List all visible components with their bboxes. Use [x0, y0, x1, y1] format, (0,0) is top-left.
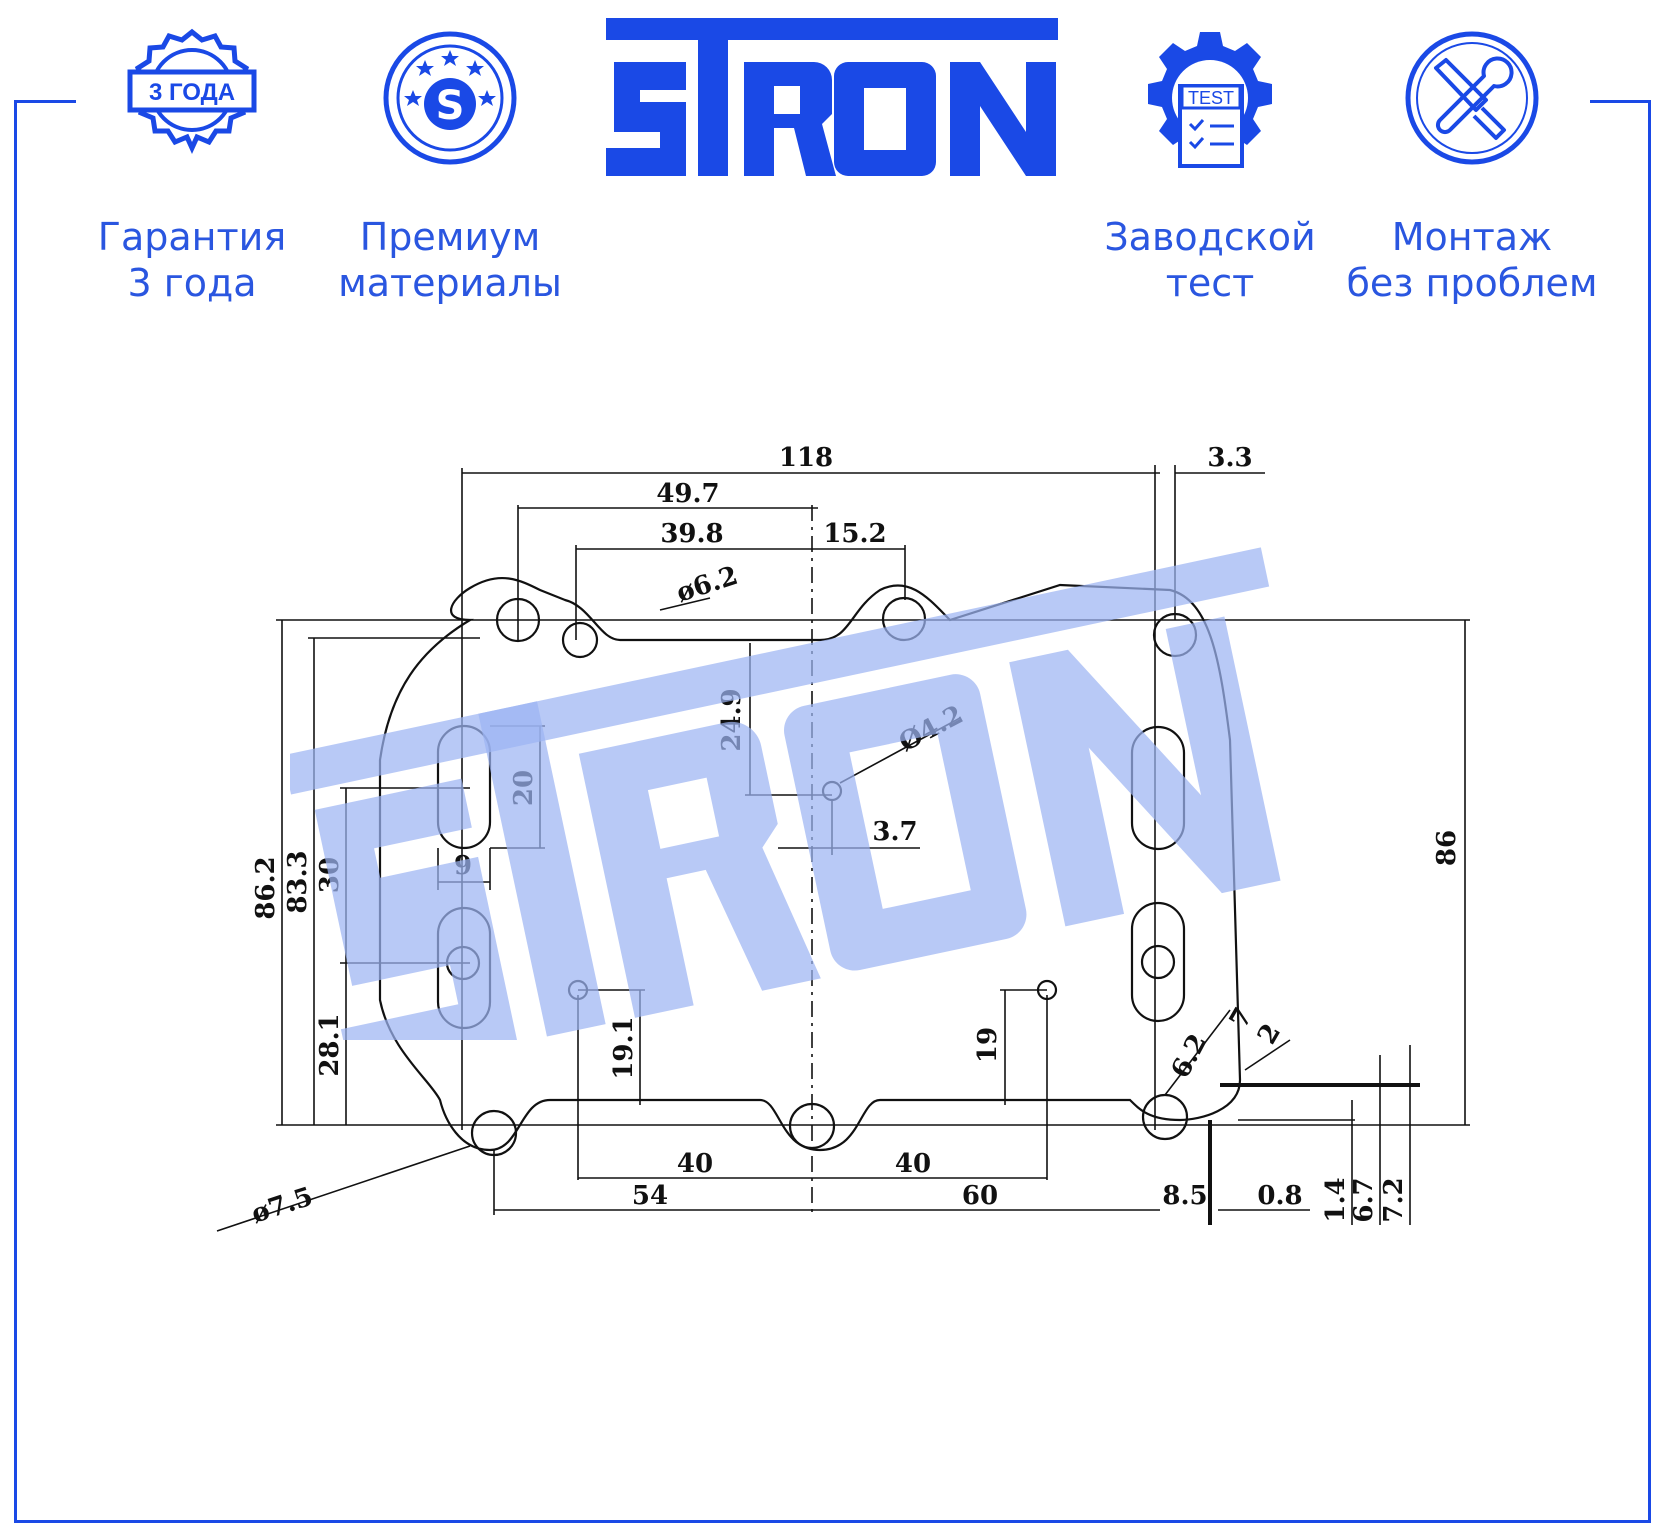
warranty-caption-line1: Гарантия: [97, 215, 287, 259]
dim-3-3: 3.3: [1207, 443, 1252, 473]
svg-text:TEST: TEST: [1188, 88, 1234, 108]
premium-caption-line1: Премиум: [359, 215, 541, 259]
factory-test-caption-line2: тест: [1165, 261, 1255, 305]
dim-118: 118: [779, 443, 833, 473]
tools-icon: [1405, 31, 1539, 165]
dim-6-7: 6.7: [1349, 1177, 1379, 1222]
dim-49-7: 49.7: [656, 479, 719, 509]
dim-40-left: 40: [677, 1149, 713, 1179]
warranty-seal-icon: 3 ГОДА: [127, 28, 257, 155]
dim-6-2: 6.2: [1166, 1029, 1214, 1083]
premium-caption-line2: материалы: [338, 261, 562, 305]
dim-hole-6-2: ø6.2: [673, 561, 742, 609]
premium-s-icon: S: [383, 31, 517, 165]
dim-8-5: 8.5: [1162, 1181, 1207, 1211]
dim-83-3: 83.3: [283, 850, 313, 913]
dim-hole-7-5: ø7.5: [248, 1182, 317, 1230]
badge-premium: S Премиум материалы: [320, 28, 580, 306]
dim-40-right: 40: [895, 1149, 931, 1179]
dim-9: 9: [454, 851, 472, 881]
dim-54: 54: [632, 1181, 668, 1211]
svg-text:S: S: [436, 83, 465, 129]
dim-1-4: 1.4: [1321, 1177, 1351, 1222]
frame-bottom-border: [14, 1520, 1651, 1523]
warranty-caption-line2: 3 года: [127, 261, 257, 305]
dim-19-1: 19.1: [609, 1016, 639, 1079]
badge-easy-install: Монтаж без проблем: [1342, 28, 1602, 306]
dim-86-2: 86.2: [251, 856, 281, 919]
dim-7: 7: [1224, 1003, 1259, 1034]
factory-test-icon: TEST: [1148, 32, 1272, 168]
dim-3-7: 3.7: [872, 817, 917, 847]
gasket-technical-drawing: 118 3.3 49.7 39.8 15.2 ø6.2 24.9 Ø4.2 20…: [216, 443, 1470, 1232]
badge-factory-test: TEST Заводской тест: [1080, 28, 1340, 306]
dim-24-9: 24.9: [717, 688, 747, 751]
frame-right-border: [1648, 100, 1651, 1520]
stron-logo: [606, 18, 1058, 176]
dim-7-2: 7.2: [1379, 1177, 1409, 1222]
dim-86: 86: [1432, 830, 1462, 866]
frame-left-border: [14, 100, 17, 1520]
dim-0-8: 0.8: [1257, 1181, 1302, 1211]
easy-install-caption-line2: без проблем: [1346, 261, 1598, 305]
frame-top-left-segment: [14, 100, 76, 103]
factory-test-caption-line1: Заводской: [1104, 215, 1316, 259]
frame-top-right-segment: [1590, 100, 1651, 103]
easy-install-caption-line1: Монтаж: [1391, 215, 1553, 259]
dim-15-2: 15.2: [823, 519, 886, 549]
premium-caption: Премиум материалы: [320, 214, 580, 306]
warranty-caption: Гарантия 3 года: [62, 214, 322, 306]
dim-30: 30: [315, 857, 345, 893]
easy-install-caption: Монтаж без проблем: [1342, 214, 1602, 306]
svg-text:3 ГОДА: 3 ГОДА: [149, 79, 235, 106]
factory-test-caption: Заводской тест: [1080, 214, 1340, 306]
dim-39-8: 39.8: [660, 519, 723, 549]
badge-warranty: 3 ГОДА Гарантия 3 года: [62, 28, 322, 306]
dim-28-1: 28.1: [315, 1013, 345, 1076]
dim-19: 19: [973, 1027, 1003, 1063]
dim-20: 20: [509, 770, 539, 806]
dim-hole-4-2: Ø4.2: [894, 700, 968, 758]
dim-60: 60: [962, 1181, 998, 1211]
